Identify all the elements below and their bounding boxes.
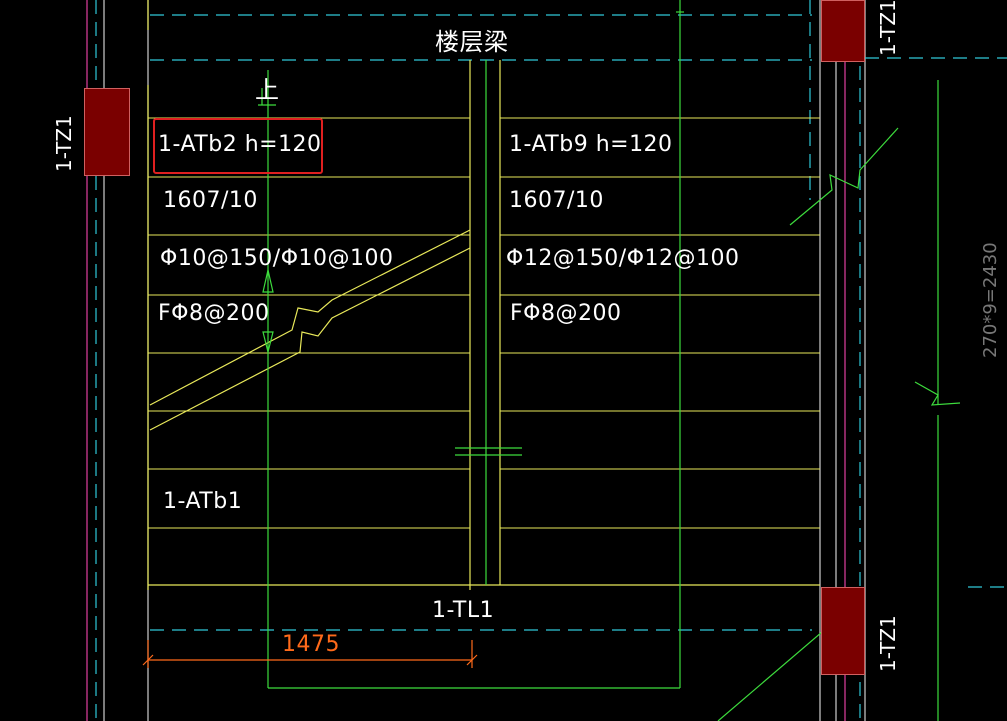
floor-beam-label: 楼层梁	[435, 28, 509, 56]
stair-b9-name[interactable]: 1-ATb9 h=120	[509, 132, 673, 157]
up-arrow-label: 上	[255, 76, 280, 104]
column-bottom-right-label: 1-TZ1	[876, 615, 900, 672]
stair-b9-dist-rebar[interactable]: FΦ8@200	[510, 301, 622, 326]
cyan-dashed-lines	[95, 0, 1007, 721]
dimension-height-label: 270*9=2430	[980, 242, 1001, 358]
stair-b2-dist-rebar[interactable]: FΦ8@200	[158, 301, 270, 326]
dimension-1475	[142, 640, 478, 668]
column-left[interactable]	[84, 88, 130, 176]
column-top-right-label: 1-TZ1	[876, 0, 900, 56]
column-top-right[interactable]	[821, 0, 865, 62]
stair-b9-steps[interactable]: 1607/10	[509, 188, 604, 213]
selection-highlight[interactable]	[153, 118, 323, 174]
stair-outline	[147, 0, 820, 590]
dimension-width-label: 1475	[282, 632, 340, 657]
column-left-label: 1-TZ1	[52, 115, 76, 172]
stair-b2-steps[interactable]: 1607/10	[163, 188, 258, 213]
stair-b9-rebar[interactable]: Φ12@150/Φ12@100	[506, 246, 740, 271]
column-bottom-right[interactable]	[821, 587, 865, 675]
stair-b2-rebar[interactable]: Φ10@150/Φ10@100	[160, 246, 394, 271]
stair-b2-name[interactable]: 1-ATb2 h=120	[158, 132, 322, 157]
beam-tl1-label[interactable]: 1-TL1	[432, 598, 495, 623]
stair-b1-name[interactable]: 1-ATb1	[163, 489, 243, 514]
